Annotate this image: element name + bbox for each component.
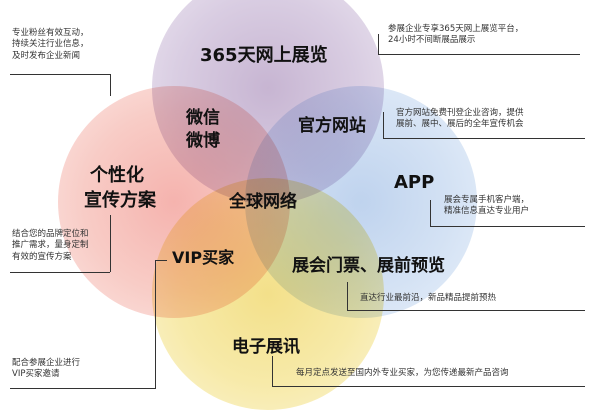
note-personalized-line-3: 有效的宣传方案 [12, 251, 72, 262]
note-app-line-2: 精准信息直达专业用户 [444, 206, 530, 217]
note-personalized: 结合您的品牌定位和 推广需求，量身定制 有效的宣传方案 [12, 229, 89, 263]
connector-tickets-h [347, 310, 585, 311]
note-personalized-line-1: 结合您的品牌定位和 [12, 229, 89, 239]
connector-newsletter-h [272, 386, 585, 387]
note-official-site-line-2: 展前、展中、展后的全年宣传机会 [396, 119, 524, 130]
connector-site-h [383, 138, 585, 139]
label-app: APP [394, 172, 435, 193]
label-tickets-preview: 展会门票、展前预览 [292, 256, 445, 276]
label-vip-buyers: VIP买家 [172, 248, 235, 267]
note-online-expo-line-1: 参展企业专享365天网上展览平台， [388, 24, 524, 34]
note-personalized-line-2: 推广需求，量身定制 [12, 240, 89, 251]
note-online-expo-line-2: 24小时不间断展品展示 [388, 35, 476, 46]
note-fans-line-3: 及时发布企业新闻 [12, 50, 81, 61]
label-e-newsletter: 电子展讯 [232, 337, 300, 357]
label-personalized-2: 宣传方案 [84, 190, 156, 211]
note-tickets-preview: 直达行业最前沿，新品精品提前预热 [360, 293, 496, 304]
connector-expo-h [378, 54, 580, 55]
note-fans-line-1: 专业粉丝有效互动， [12, 28, 89, 38]
connector-vip-v [155, 260, 156, 388]
label-personalized-1: 个性化 [90, 165, 144, 186]
note-vip-line-1: 配合参展企业进行 [12, 358, 81, 368]
connector-app-v [430, 200, 431, 226]
connector-personalized-v [110, 215, 111, 272]
note-online-expo: 参展企业专享365天网上展览平台， 24小时不间断展品展示 [388, 24, 523, 47]
circle-newsletter [152, 178, 384, 410]
note-e-newsletter: 每月定点发送至国内外专业买家，为您传递最新产品咨询 [296, 368, 509, 379]
note-official-site-line-1: 官方网站免费刊登企业咨询，提供 [396, 108, 524, 118]
note-vip-line-2: VIP买家邀请 [12, 369, 60, 380]
connector-fans-h [10, 74, 110, 75]
connector-site-v [383, 112, 384, 138]
note-official-site: 官方网站免费刊登企业咨询，提供 展前、展中、展后的全年宣传机会 [396, 108, 524, 131]
note-app: 展会专属手机客户端， 精准信息直达专业用户 [444, 195, 529, 218]
connector-tickets-v [347, 282, 348, 310]
label-weixin: 微信 [186, 108, 220, 128]
connector-vip-h1 [155, 260, 167, 261]
connector-vip-h2 [10, 388, 156, 389]
note-fans: 专业粉丝有效互动， 持续关注行业信息， 及时发布企业新闻 [12, 28, 89, 62]
label-365-online-expo: 365天网上展览 [200, 45, 328, 66]
connector-expo-v [378, 34, 379, 54]
note-fans-line-2: 持续关注行业信息， [12, 39, 89, 50]
note-e-newsletter-line-1: 每月定点发送至国内外专业买家，为您传递最新产品咨询 [296, 368, 509, 378]
label-weibo: 微博 [186, 131, 220, 151]
connector-fans-v [110, 74, 111, 96]
connector-personalized-h [10, 272, 110, 273]
label-global-network: 全球网络 [229, 192, 297, 212]
note-tickets-preview-line-1: 直达行业最前沿，新品精品提前预热 [360, 293, 497, 303]
note-vip: 配合参展企业进行 VIP买家邀请 [12, 358, 80, 381]
label-official-site: 官方网站 [298, 116, 366, 136]
note-app-line-1: 展会专属手机客户端， [444, 195, 530, 205]
connector-app-h [430, 226, 585, 227]
connector-newsletter-v [272, 356, 273, 386]
